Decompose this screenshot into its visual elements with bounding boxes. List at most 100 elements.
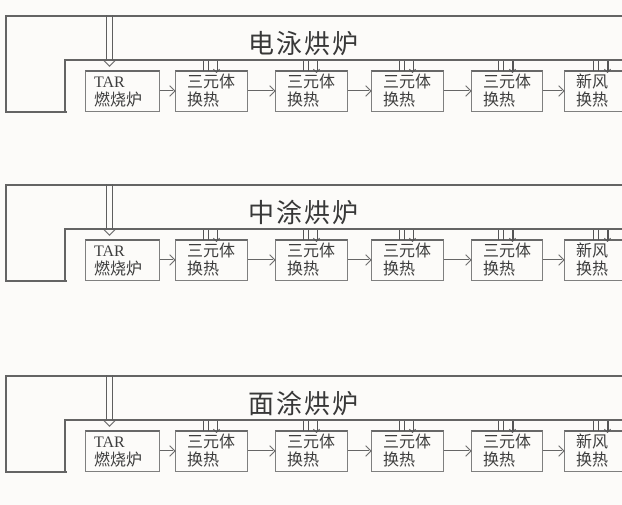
fresh-air-exchanger-box: 新风 换热 [564,230,622,281]
right-arrowhead-icon [460,84,472,97]
heat-exchanger-2-box: 三元体 换热 [275,230,348,281]
right-arrowhead-icon [460,444,472,457]
box-label: 换热 [483,261,516,278]
right-arrow-icon [248,84,276,97]
right-arrow-icon [444,444,472,457]
heat-exchanger-4-box: 三元体 换热 [471,230,543,281]
flow-out-arrow-icon [512,421,514,431]
return-duct-box [5,184,67,282]
flow-in-tick-icon [398,421,405,431]
box-label: 换热 [287,261,320,278]
right-arrowhead-icon [360,253,372,266]
box-label: 三元体 [287,434,336,451]
box-label: 三元体 [187,74,236,91]
right-arrow-icon [248,253,276,266]
box-label: 燃烧炉 [94,92,143,109]
flow-out-arrow-icon [412,421,414,431]
flow-out-arrow-icon [512,61,514,71]
heat-exchanger-3-box: 三元体 换热 [371,230,444,281]
box-label: TAR [94,243,125,260]
flow-out-arrow-icon [412,61,414,71]
right-arrowhead-icon [553,253,565,266]
right-arrow-icon [543,253,565,266]
right-arrowhead-icon [264,253,276,266]
box-label: 燃烧炉 [94,452,143,469]
box-label: 换热 [576,92,609,109]
supply-duct-line [65,419,622,421]
heat-exchanger-1-box: 三元体 换热 [175,421,248,472]
heat-exchanger-1-box: 三元体 换热 [175,61,248,112]
duct-step-line [64,59,66,113]
heat-exchanger-1-box: 三元体 换热 [175,230,248,281]
box-label: 燃烧炉 [94,261,143,278]
right-arrow-icon [444,253,472,266]
section-title: 面涂烘炉 [247,390,360,419]
box-label: 新风 [576,243,609,260]
duct-step-line [64,228,66,282]
flow-out-arrow-icon [216,230,218,240]
duct-top-line [5,15,622,17]
box-label: 三元体 [287,243,336,260]
flow-in-tick-icon [498,61,504,71]
flow-in-tick-icon [302,421,309,431]
section-title: 电泳烘炉 [247,30,360,59]
right-arrowhead-icon [164,84,176,97]
supply-duct-line [65,228,622,230]
right-arrow-icon [348,84,372,97]
right-arrow-icon [543,84,565,97]
heat-exchanger-2-box: 三元体 换热 [275,421,348,472]
flow-out-arrow-icon [512,230,514,240]
flow-in-tick-icon [593,421,599,431]
heat-exchanger-3-box: 三元体 换热 [371,61,444,112]
heat-exchanger-4-box: 三元体 换热 [471,421,543,472]
flow-in-tick-icon [202,421,209,431]
exhaust-down-arrow-icon [103,184,116,236]
box-label: 换热 [383,452,416,469]
flow-out-arrow-icon [216,421,218,431]
box-label: 三元体 [483,434,532,451]
flow-in-tick-icon [498,421,504,431]
box-label: 三元体 [383,434,432,451]
tar-burner-box: TAR 燃烧炉 [85,239,160,281]
box-label: 三元体 [383,243,432,260]
box-label: 换热 [483,452,516,469]
right-arrowhead-icon [264,444,276,457]
flow-out-arrow-icon [316,230,318,240]
section-midcoat-oven: 中涂烘炉 TAR 燃烧炉 三元体 换热 三元体 换热 三元体 换热 三元体 [0,184,622,283]
right-arrowhead-icon [264,84,276,97]
box-label: 换热 [187,92,220,109]
flow-out-arrow-icon [216,61,218,71]
box-label: 换热 [187,261,220,278]
box-label: 换热 [483,92,516,109]
supply-duct-line [65,59,622,61]
section-electrocoat-oven: 电泳烘炉 TAR 燃烧炉 三元体 换热 三元体 换热 三元体 换热 三元体 [0,15,622,113]
box-label: 换热 [287,452,320,469]
return-duct-box [5,15,67,113]
box-label: 换热 [576,261,609,278]
box-label: 新风 [576,434,609,451]
right-arrowhead-icon [553,444,565,457]
return-duct-box [5,375,67,473]
heat-exchanger-4-box: 三元体 换热 [471,61,543,112]
box-label: 三元体 [483,74,532,91]
section-title: 中涂烘炉 [247,199,360,228]
flow-in-tick-icon [398,61,405,71]
right-arrow-icon [248,444,276,457]
right-arrowhead-icon [360,444,372,457]
flow-out-arrow-icon [316,61,318,71]
flow-in-tick-icon [302,61,309,71]
duct-top-line [5,184,622,186]
right-arrow-icon [160,444,176,457]
right-arrow-icon [348,253,372,266]
box-label: 三元体 [187,434,236,451]
flow-out-arrow-icon [412,230,414,240]
flow-out-arrow-icon [316,421,318,431]
box-label: 换热 [576,452,609,469]
box-label: 三元体 [187,243,236,260]
box-label: 新风 [576,74,609,91]
box-label: 换热 [383,261,416,278]
flow-in-tick-icon [302,230,309,240]
right-arrow-icon [160,253,176,266]
exhaust-down-arrow-icon [103,15,116,67]
